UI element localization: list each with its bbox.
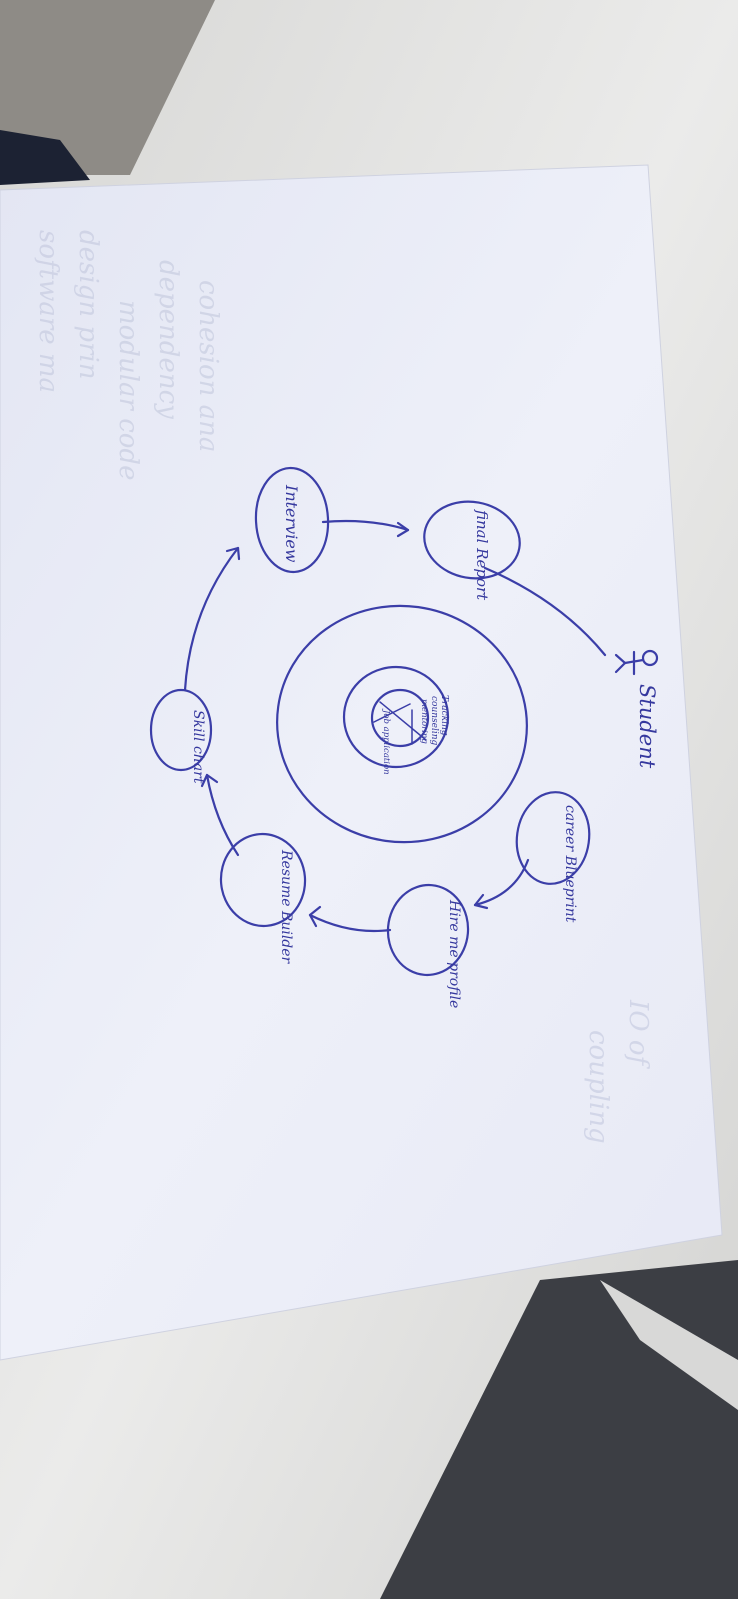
svg-text:cohesion ana: cohesion ana — [193, 280, 223, 452]
center-section-label: mentoring — [419, 699, 429, 744]
center-section-label: Tracking — [439, 695, 449, 736]
stick-figure-icon — [614, 649, 659, 676]
arc-interview-to-final — [321, 519, 410, 532]
student-label: Student — [635, 684, 659, 769]
svg-text:modular code: modular code — [113, 300, 143, 480]
svg-text:coupling: coupling — [583, 1030, 613, 1144]
bleed-through-writing: software ma design prin modular code dep… — [33, 230, 653, 1144]
arc-final-to-student — [483, 566, 607, 657]
core-divider-1 — [379, 701, 427, 741]
core-circle — [370, 688, 430, 748]
node-label: Interview — [282, 484, 301, 563]
node-label: Resume Builder — [278, 849, 294, 965]
svg-text:dependency: dependency — [153, 260, 183, 419]
outer-ring — [276, 604, 528, 844]
dark-fabric-edge — [0, 130, 90, 185]
svg-text:IO of: IO of — [623, 999, 653, 1070]
center-section-label: Job application — [381, 708, 391, 775]
node-label: career Blueprint — [562, 805, 578, 923]
dark-object-top-left — [0, 0, 215, 175]
arrowhead — [396, 521, 410, 538]
node-skill-chart: Skill chart — [149, 688, 213, 784]
core-divider-2 — [373, 703, 411, 723]
arc-hire-to-resume — [308, 913, 392, 933]
arrowhead — [200, 773, 219, 788]
node-career-blueprint: career Blueprint — [515, 791, 591, 923]
diagram: Tracking counseling mentoring Job applic… — [149, 466, 659, 1008]
arrowhead — [225, 546, 241, 561]
arrowhead — [473, 893, 489, 910]
svg-text:software ma: software ma — [33, 230, 63, 393]
center-section-label: counseling — [429, 696, 439, 746]
node-hire-me-profile: Hire me profile — [386, 883, 470, 1008]
middle-ring — [342, 665, 450, 769]
node-resume-builder: Resume Builder — [219, 832, 307, 965]
arc-blueprint-to-hire — [473, 858, 530, 907]
node-label: Skill chart — [190, 710, 206, 784]
arc-skill-to-interview — [183, 546, 240, 692]
node-interview: Interview — [254, 466, 330, 574]
node-final-report: final Report — [423, 500, 521, 601]
arrowhead — [308, 905, 322, 928]
svg-text:design prin: design prin — [73, 230, 103, 379]
node-label: Hire me profile — [446, 899, 462, 1008]
paper-sheet — [0, 164, 723, 1361]
node-label: final Report — [473, 509, 491, 601]
laptop-reflection — [600, 1280, 738, 1410]
